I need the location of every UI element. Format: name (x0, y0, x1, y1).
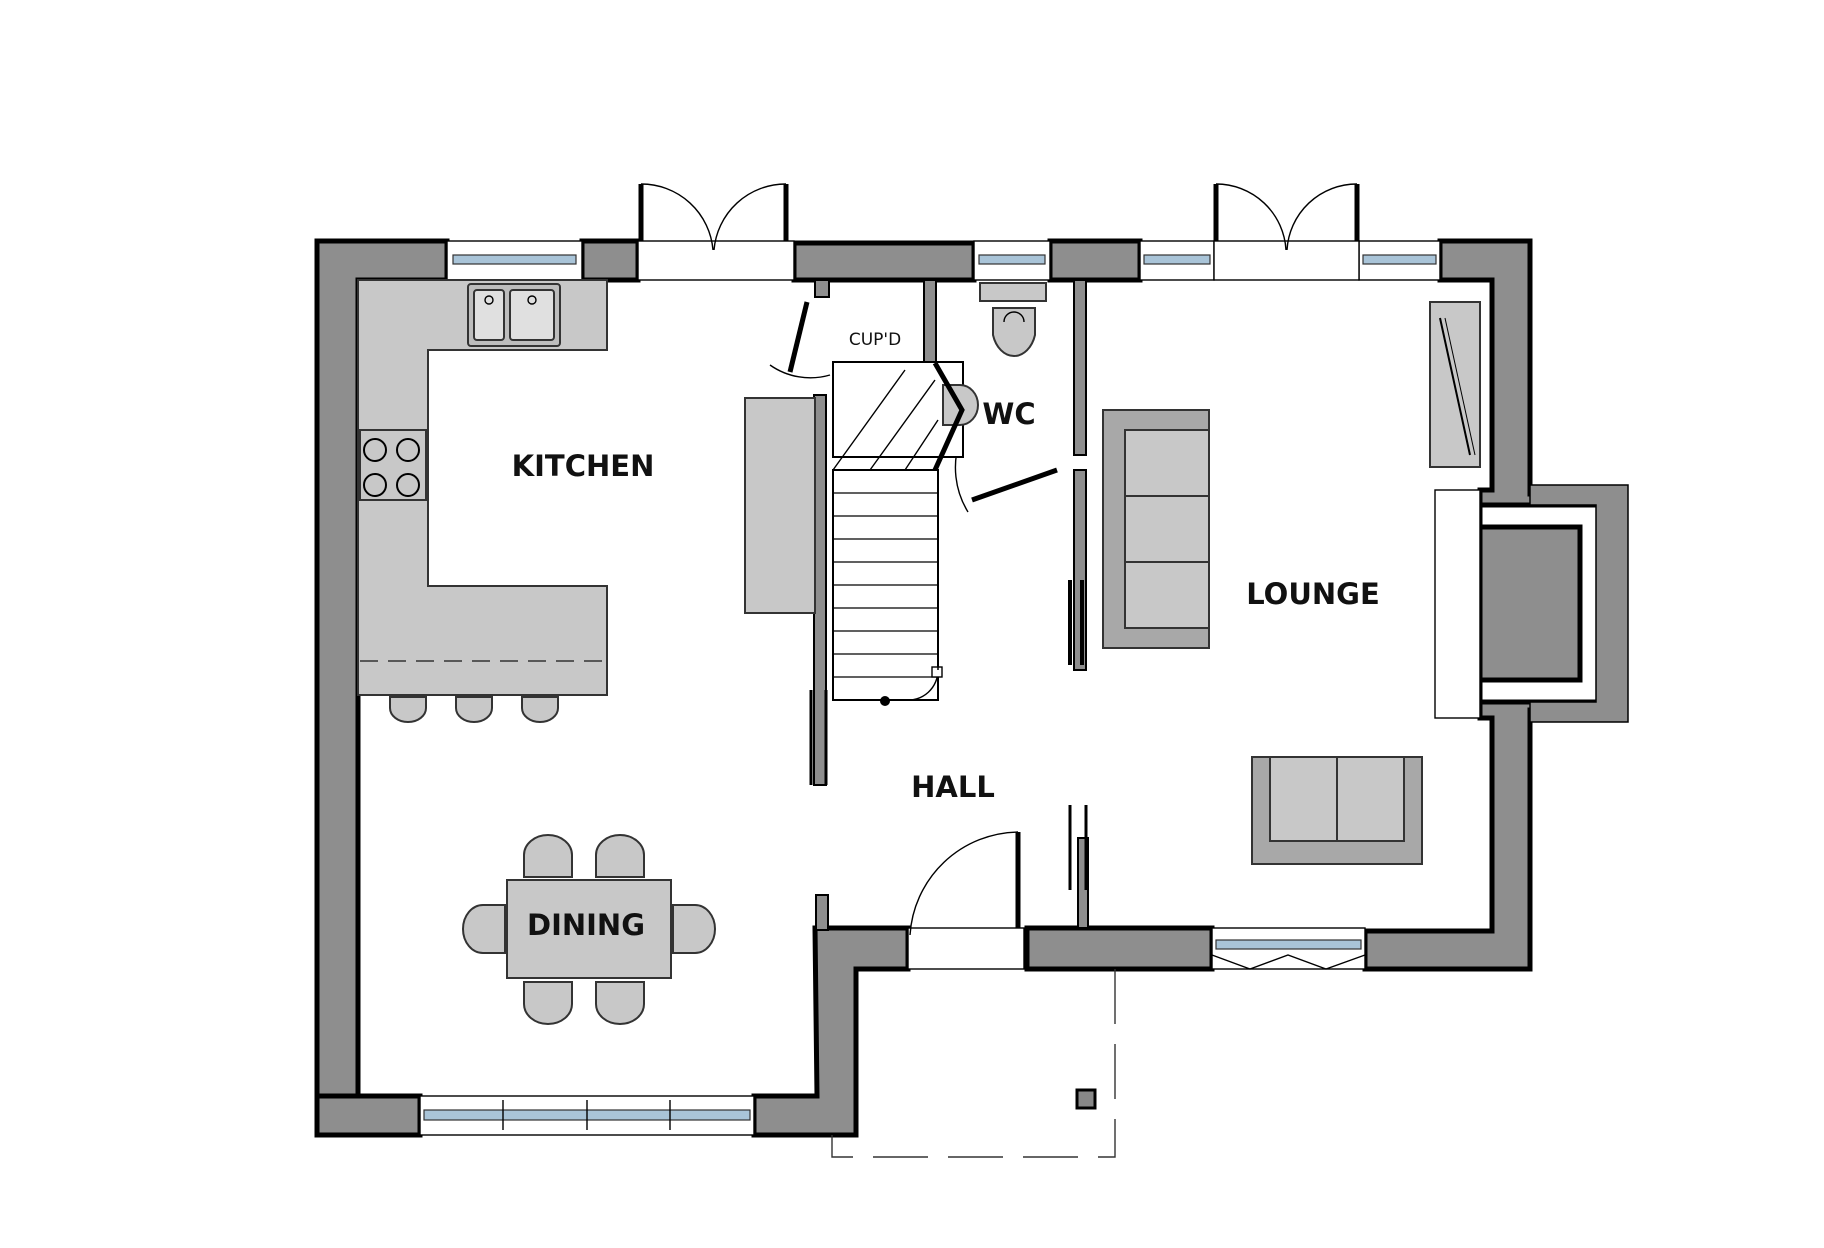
label-hall: HALL (911, 770, 995, 804)
stair-newel (880, 696, 890, 706)
sink-bowl-small (473, 289, 505, 341)
french-door-lounge-opening (1213, 240, 1360, 281)
front-door (907, 831, 1025, 970)
sofa-left-cushion-1 (1124, 429, 1210, 497)
windows (419, 240, 1441, 1136)
window-wc-glass (978, 254, 1046, 265)
french-door-lounge-swing-right (1286, 183, 1358, 251)
wall-hall-stub (815, 894, 829, 931)
bar-stool-3 (521, 696, 559, 723)
bay-projection (1529, 484, 1629, 723)
bar-stool-2 (455, 696, 493, 723)
wall-north-pier-2 (1047, 238, 1143, 283)
cupboard-door-swing (769, 364, 831, 379)
dining-chair (462, 904, 506, 954)
tall-unit (744, 397, 816, 614)
label-wc: WC (982, 397, 1035, 431)
stair-winder-1 (832, 369, 939, 471)
label-kitchen: KITCHEN (512, 449, 655, 483)
window-lounge-north-right-glass (1362, 254, 1437, 265)
wall-cupboard-pier (814, 279, 830, 298)
window-lounge-north-left-glass (1143, 254, 1211, 265)
label-cupboard: CUP'D (849, 330, 901, 350)
dining-chair (595, 834, 645, 878)
front-door-opening (907, 927, 1025, 970)
porch (831, 969, 1116, 1158)
french-door-kitchen-swing-left (640, 183, 714, 251)
sofa-left-cushion-3 (1124, 561, 1210, 629)
dining-chair (523, 981, 573, 1025)
sofa-right-cushion-1 (1269, 756, 1338, 842)
hob-ring-4 (396, 473, 420, 497)
room-labels: KITCHEN CUP'D WC LOUNGE HALL DINING (512, 330, 1380, 942)
wall-lounge-door-jamb (1077, 837, 1089, 929)
wc-fittings (932, 282, 1047, 472)
dining-chair (672, 904, 716, 954)
wall-north-pier-1 (579, 238, 641, 283)
french-doors (637, 183, 1360, 281)
dining-chair (595, 981, 645, 1025)
sofa-left-cushion-2 (1124, 495, 1210, 563)
staircase (832, 361, 964, 706)
french-door-lounge-swing-left (1215, 183, 1287, 251)
front-door-swing (909, 831, 1019, 936)
porch-post (1075, 1088, 1097, 1110)
kitchen-fittings (357, 279, 816, 723)
bar-stool-1 (389, 696, 427, 723)
wall-south-lounge (1024, 925, 1215, 972)
wall-wc-east (1073, 279, 1087, 456)
sink-drain-1 (484, 295, 494, 305)
hob-ring-1 (363, 438, 387, 462)
wall-south-hall (751, 925, 911, 1138)
wc-door-leaf (971, 467, 1058, 503)
porch-outline (831, 969, 1116, 1158)
label-lounge: LOUNGE (1246, 577, 1380, 611)
wc-bowl (992, 307, 1036, 357)
hob-ring-3 (363, 473, 387, 497)
bay-seat (1434, 489, 1481, 719)
wc-seat-line (1003, 311, 1025, 323)
sink-bowl-large (509, 289, 555, 341)
wall-north-center (791, 240, 977, 283)
wc-cistern (979, 282, 1047, 302)
french-door-kitchen-opening (637, 240, 795, 281)
hob-ring-2 (396, 438, 420, 462)
tv-screen-1 (1439, 317, 1471, 456)
wc-diagonal-1 (932, 361, 965, 472)
dining-furniture (462, 834, 716, 1025)
dining-table (506, 879, 672, 979)
stair-newel-post (931, 666, 943, 678)
dining-chairs (462, 834, 716, 1025)
window-lounge-south-sill (1211, 954, 1366, 970)
label-dining: DINING (527, 908, 645, 942)
dining-chair (523, 834, 573, 878)
stair-treads (833, 492, 938, 678)
kitchen-worktop (357, 279, 608, 696)
french-door-kitchen-swing-right (713, 183, 787, 251)
lounge-furniture (1102, 301, 1481, 865)
window-lounge-south-glass (1215, 939, 1362, 950)
tv-screen-2 (1444, 317, 1476, 456)
sink-drain-2 (527, 295, 537, 305)
window-kitchen-glass (452, 254, 577, 265)
sofa-right-cushion-2 (1336, 756, 1405, 842)
cupboard-door-leaf (787, 301, 810, 373)
wall-south-dining-left (314, 1093, 423, 1138)
